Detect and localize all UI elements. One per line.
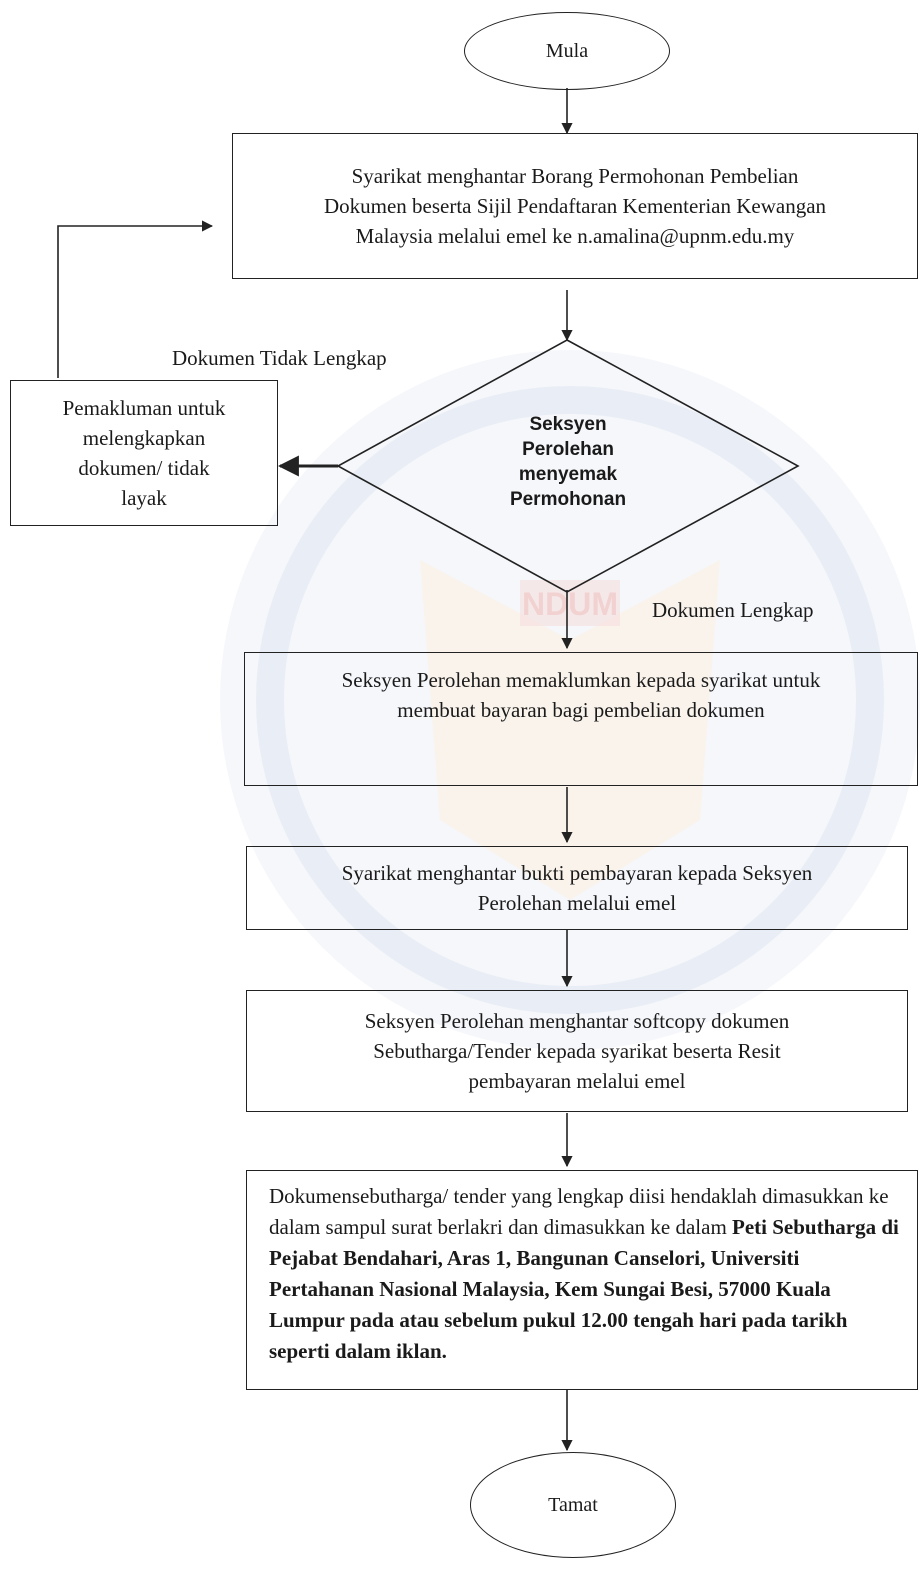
notify-incomplete-line-1: Pemakluman untuk [62,396,226,420]
submission-instructions-bold: Peti Sebutharga di Pejabat Bendahari, Ar… [269,1215,899,1363]
end-terminal: Tamat [470,1452,676,1558]
notify-incomplete-line-3: dokumen/ tidak [78,456,210,480]
send-softcopy-box: Seksyen Perolehan menghantar softcopy do… [246,990,908,1112]
notify-payment-line-1: Seksyen Perolehan memaklumkan kepada sya… [341,668,821,692]
arrow-loop-back-to-submit [57,220,214,378]
label-complete: Dokumen Lengkap [652,598,814,622]
notify-payment-box: Seksyen Perolehan memaklumkan kepada sya… [244,652,918,786]
submit-application-box: Syarikat menghantar Borang Permohonan Pe… [232,133,918,279]
submit-line-3: Malaysia melalui emel ke n.amalina@upnm.… [355,224,795,248]
decision-diamond [336,339,800,593]
decision-line-3: menyemak [518,464,618,485]
label-incomplete: Dokumen Tidak Lengkap [172,346,387,370]
send-proof-box: Syarikat menghantar bukti pembayaran kep… [246,846,908,930]
send-proof-line-2: Perolehan melalui emel [477,891,677,915]
send-softcopy-line-2: Sebutharga/Tender kepada syarikat besert… [373,1039,781,1063]
notify-payment-line-2: membuat bayaran bagi pembelian dokumen [397,698,765,722]
submission-instructions-plain: Dokumensebutharga/ tender yang lengkap d… [269,1184,889,1239]
send-softcopy-line-1: Seksyen Perolehan menghantar softcopy do… [364,1009,790,1033]
submit-line-1: Syarikat menghantar Borang Permohonan Pe… [351,164,799,188]
decision-line-1: Seksyen [529,414,607,435]
notify-incomplete-line-2: melengkapkan [82,426,206,450]
notify-incomplete-line-4: layak [121,486,167,510]
decision-line-2: Perolehan [522,439,614,460]
send-softcopy-line-3: pembayaran melalui emel [468,1069,686,1093]
notify-incomplete-box: Pemakluman untuk melengkapkan dokumen/ t… [10,380,278,526]
submission-instructions-box: Dokumensebutharga/ tender yang lengkap d… [246,1170,918,1390]
decision-line-4: Permohonan [509,489,627,510]
decision-text: Seksyen Perolehan menyemak Permohonan [458,412,678,512]
end-label: Tamat [548,1494,598,1516]
start-label: Mula [545,40,589,62]
start-terminal: Mula [464,12,670,90]
send-proof-line-1: Syarikat menghantar bukti pembayaran kep… [341,861,813,885]
submit-line-2: Dokumen beserta Sijil Pendaftaran Kement… [323,194,827,218]
